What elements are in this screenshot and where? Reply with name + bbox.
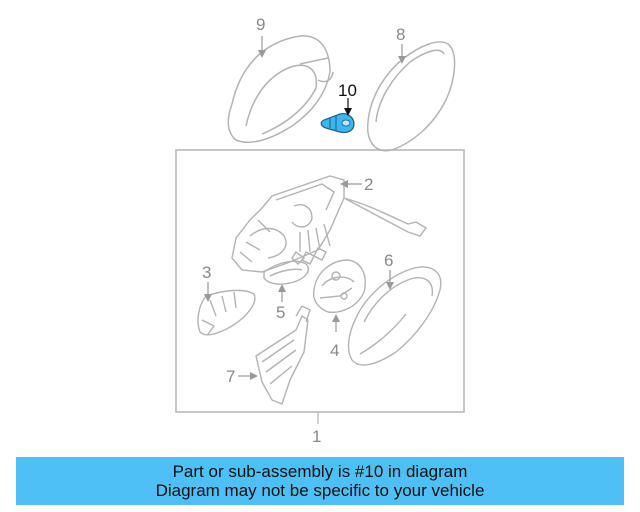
part-2-mirror-base: [231, 175, 428, 273]
part-7-housing: [255, 305, 311, 405]
part-9-mirror-cover: [227, 35, 334, 144]
banner-line-1: Part or sub-assembly is #10 in diagram: [172, 462, 468, 481]
assembly-frame: [175, 149, 465, 413]
callout-4: 4: [330, 341, 339, 360]
part-3-bracket: [197, 289, 256, 336]
parts-diagram: 1 9 8 10 2 5: [175, 15, 465, 446]
callout-7: 7: [226, 367, 235, 386]
part-10-bulb: [320, 113, 355, 134]
callout-8: 8: [396, 25, 405, 44]
callout-2: 2: [364, 175, 373, 194]
callout-1: 1: [312, 427, 321, 446]
part-5-cover: [263, 260, 310, 285]
callout-3: 3: [202, 263, 211, 282]
info-banner: Part or sub-assembly is #10 in diagram D…: [16, 457, 624, 505]
part-4-motor: [312, 259, 366, 313]
callout-9: 9: [256, 15, 265, 34]
banner-line-2: Diagram may not be specific to your vehi…: [155, 481, 485, 500]
part-6-trim: [347, 266, 442, 366]
callout-5: 5: [276, 303, 285, 322]
callout-6: 6: [384, 251, 393, 270]
part-8-mirror-glass: [366, 41, 456, 152]
callout-10: 10: [338, 81, 357, 100]
